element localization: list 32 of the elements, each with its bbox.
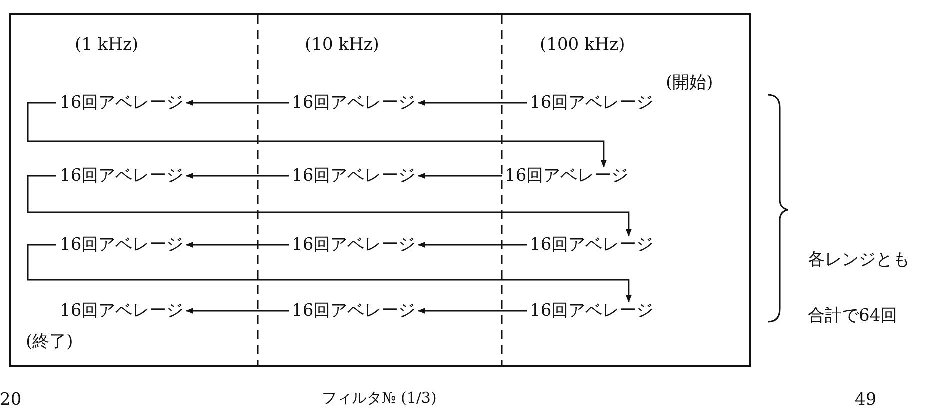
page-number: 20 xyxy=(0,390,22,410)
column-header: (100 kHz) xyxy=(540,35,626,55)
column-header: (1 kHz) xyxy=(75,35,139,55)
arrow xyxy=(418,242,527,248)
arrow xyxy=(27,244,632,303)
step-text: 16回アベレージ xyxy=(530,93,654,113)
arrow xyxy=(418,100,527,106)
step-text: 16回アベレージ xyxy=(60,301,184,321)
column-header: (10 kHz) xyxy=(305,35,380,55)
arrow xyxy=(27,175,632,237)
step-text: 16回アベレージ xyxy=(292,93,416,113)
page-footer: フィルタ№ (1/3) xyxy=(322,388,437,408)
arrow xyxy=(186,100,289,106)
step-text: 16回アベレージ xyxy=(505,166,629,186)
arrow xyxy=(27,102,607,168)
arrow xyxy=(186,173,289,179)
note: (終了) xyxy=(26,332,74,352)
step-text: 16回アベレージ xyxy=(60,93,184,113)
arrow xyxy=(418,173,502,179)
arrow xyxy=(418,308,527,314)
step-text: 16回アベレージ xyxy=(292,235,416,255)
step-text: 16回アベレージ xyxy=(60,235,184,255)
arrow xyxy=(186,308,289,314)
step-text: 16回アベレージ xyxy=(292,301,416,321)
step-text: 16回アベレージ xyxy=(60,166,184,186)
step-text: 16回アベレージ xyxy=(530,301,654,321)
total-note: 各レンジとも合計で64回 xyxy=(808,249,911,328)
page-number: 49 xyxy=(855,390,877,410)
step-text: 16回アベレージ xyxy=(292,166,416,186)
note: (開始) xyxy=(666,73,714,93)
arrow xyxy=(186,242,289,248)
step-text: 16回アベレージ xyxy=(530,235,654,255)
